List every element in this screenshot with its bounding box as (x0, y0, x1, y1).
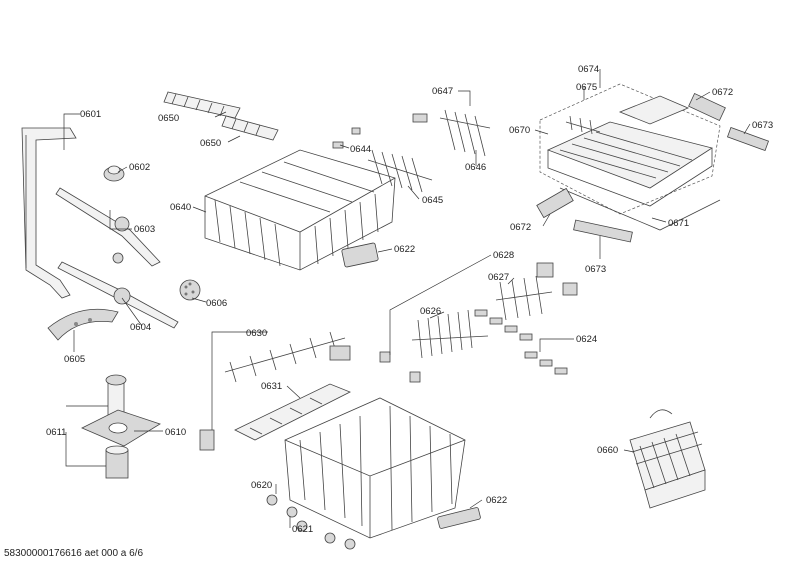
upper-spray-arm (55, 187, 161, 267)
filter-plate-0605 (47, 308, 119, 341)
label-0673-right: 0673 (752, 120, 773, 131)
label-0650-upper: 0650 (158, 113, 179, 124)
hinge-0628 (379, 351, 391, 363)
label-0670: 0670 (509, 125, 530, 136)
label-0621: 0621 (292, 524, 313, 535)
label-0644: 0644 (350, 144, 371, 155)
label-0640: 0640 (170, 202, 191, 213)
label-0604: 0604 (130, 322, 151, 333)
cup-racks (332, 109, 491, 193)
tray-0650-lower (221, 115, 279, 141)
label-0647: 0647 (432, 86, 453, 97)
label-0611: 0611 (46, 427, 66, 438)
rail-0672-right (688, 92, 726, 122)
label-0672-left: 0672 (510, 222, 531, 233)
label-0671: 0671 (668, 218, 689, 229)
filter-assembly (81, 374, 161, 479)
label-0673-left: 0673 (585, 264, 606, 275)
label-0610: 0610 (165, 427, 186, 438)
label-0624: 0624 (576, 334, 597, 345)
upper-basket (204, 149, 396, 271)
handle-0622-lower (437, 507, 481, 529)
rack-0646 (439, 109, 491, 157)
label-0606: 0606 (206, 298, 227, 309)
wheels-0620-0621 (266, 494, 356, 550)
label-0602: 0602 (129, 162, 150, 173)
clip-0644 (332, 141, 344, 149)
rack-0630 (224, 331, 346, 383)
label-0674: 0674 (578, 64, 599, 75)
label-0622-lower: 0622 (486, 495, 507, 506)
label-0645: 0645 (422, 195, 443, 206)
clips-0624 (474, 309, 568, 375)
label-0650-lower: 0650 (200, 138, 221, 149)
handle-0622-upper (341, 242, 379, 268)
basket-0674 (618, 95, 690, 125)
label-0646: 0646 (465, 162, 486, 173)
rack-0645 (367, 149, 433, 193)
rack-0627 (495, 275, 553, 321)
label-0601: 0601 (80, 109, 101, 120)
supply-pipe (21, 127, 77, 299)
cutlery-tray-0631 (234, 383, 351, 441)
rail-0673-left (573, 219, 633, 243)
label-0672-right: 0672 (712, 87, 733, 98)
spray-supply-group (21, 127, 201, 341)
rail-0672-left (536, 187, 574, 219)
rail-0671 (559, 187, 721, 231)
label-0628: 0628 (493, 250, 514, 261)
label-0603: 0603 (134, 224, 155, 235)
label-0627: 0627 (488, 272, 509, 283)
label-0675: 0675 (576, 82, 597, 93)
label-0660: 0660 (597, 445, 618, 456)
label-0630: 0630 (246, 328, 267, 339)
document-reference-footer: 58300000176616 aet 000 a 6/6 (4, 548, 144, 559)
label-0622-upper: 0622 (394, 244, 415, 255)
label-0631: 0631 (261, 381, 282, 392)
lower-racks (379, 262, 578, 383)
rack-0675 (565, 115, 601, 135)
cutlery-trays (163, 91, 279, 141)
leader-lines (63, 69, 751, 528)
label-0626: 0626 (420, 306, 441, 317)
third-rack-assembly (536, 83, 770, 243)
cutlery-drawer (546, 121, 713, 189)
rack-0626 (411, 309, 489, 359)
cutlery-basket-0660 (629, 409, 706, 509)
tray-0650-upper (163, 91, 241, 119)
label-0620: 0620 (251, 480, 272, 491)
label-0605: 0605 (64, 354, 85, 365)
part-labels: 0601 0602 0603 0604 0605 0606 0611 0610 … (46, 64, 773, 535)
lower-basket (199, 331, 481, 550)
rail-0673-right (726, 126, 770, 152)
